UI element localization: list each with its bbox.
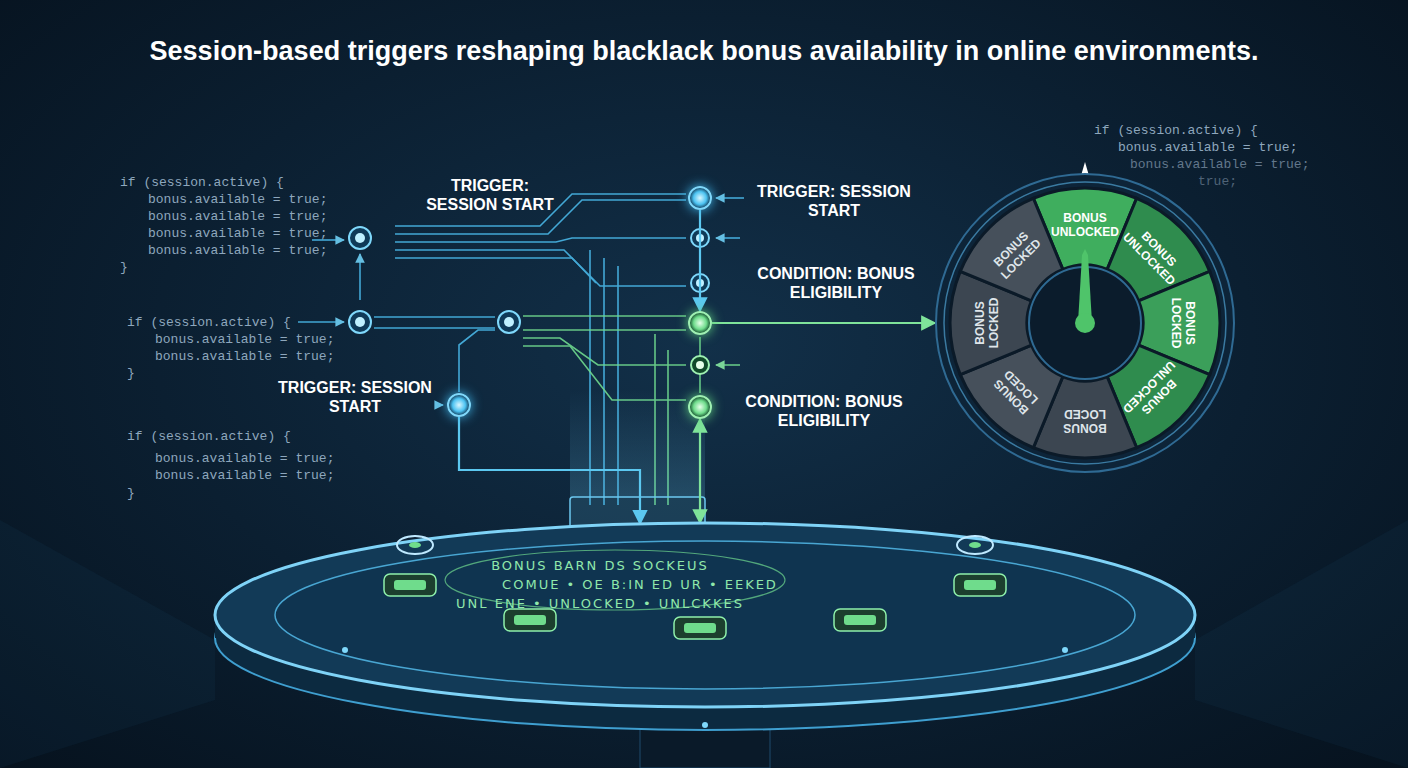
blackjack-table: BONUS BARN DS SOCKEUS COMUE • OE B:IN ED …: [215, 520, 1195, 745]
table-button: [504, 609, 556, 631]
shape-part: [844, 615, 876, 625]
table-text: COMUE • OE B:IN ED UR • EEKED: [502, 577, 778, 592]
code-line: bonus.available = true;: [155, 450, 334, 467]
code-line: }: [127, 485, 135, 502]
shape-part: [964, 580, 996, 590]
shape-part: [275, 541, 1135, 689]
shape-part: [936, 174, 1234, 472]
node-label: TRIGGER: SESSION START: [754, 182, 914, 220]
bonus-wheel: BONUS UNLOCKEDBONUS UNLOCKEDBONUS LOCKED…: [935, 173, 1235, 473]
segment-label: BONUS LOCKED: [973, 285, 1001, 361]
segment-label: BONUS UNLOCKED: [1047, 211, 1123, 239]
code-line: bonus.available = true;: [148, 191, 327, 208]
table-ring: [957, 536, 993, 554]
table-light: [1062, 647, 1068, 653]
code-line: if (session.active) {: [120, 174, 284, 191]
needle-hub: [1075, 313, 1095, 333]
shape-part: [514, 615, 546, 625]
trigger-label: TRIGGER: SESSION START: [415, 176, 565, 214]
table-button: [834, 609, 886, 631]
shape-part: [409, 542, 421, 548]
code-line: bonus.available = true;: [155, 467, 334, 484]
connector: [699, 419, 701, 523]
code-line: if (session.active) {: [1094, 122, 1258, 139]
segment-label: BONUS LOCKED: [1169, 285, 1197, 361]
code-line: if (session.active) {: [127, 428, 291, 445]
shape-part: [445, 550, 785, 610]
table-button: [954, 574, 1006, 596]
code-line: bonus.available = true;: [148, 225, 327, 242]
shape-part: [684, 623, 716, 633]
connector: [712, 322, 935, 324]
table-light: [342, 647, 348, 653]
code-line: }: [120, 259, 128, 276]
shape-part: [944, 182, 1226, 464]
table-outline: [215, 520, 1195, 745]
node-label: TRIGGER: SESSION START: [270, 378, 440, 416]
code-line: bonus.available = true;: [148, 208, 327, 225]
code-line: bonus.available = true;: [155, 331, 334, 348]
code-line: }: [127, 365, 135, 382]
code-line: bonus.available = true;: [1118, 139, 1297, 156]
wheel-needle: [1078, 249, 1092, 323]
connector: [459, 417, 640, 524]
trigger-node: CONDITION: BONUS ELIGIBILITY: [688, 395, 712, 419]
trigger-node: TRIGGER: SESSION START: [447, 393, 471, 417]
code-line: bonus.available = true;: [155, 348, 334, 365]
table-ring: [397, 536, 433, 554]
shape-part: [969, 542, 981, 548]
node-label: CONDITION: BONUS ELIGIBILITY: [726, 392, 922, 430]
code-line: true;: [1198, 173, 1237, 190]
table-light: [702, 722, 708, 728]
trigger-node: CONDITION: BONUS ELIGIBILITY: [688, 311, 712, 335]
table-text: UNL ENE • UNLOCKED • UNLCKKES: [456, 596, 744, 611]
table-button: [384, 574, 436, 596]
shape-part: [215, 523, 1195, 707]
trigger-node: TRIGGER: SESSION START: [688, 186, 712, 210]
table-button: [674, 617, 726, 639]
node-label: CONDITION: BONUS ELIGIBILITY: [736, 264, 936, 302]
title: Session-based triggers reshaping blackla…: [0, 36, 1408, 67]
code-line: bonus.available = true;: [148, 242, 327, 259]
segment-label: BONUS LOCED: [1047, 407, 1123, 435]
shape-part: [394, 580, 426, 590]
table-text: BONUS BARN DS SOCKEUS: [491, 558, 709, 573]
code-line: bonus.available = true;: [1130, 156, 1309, 173]
code-line: if (session.active) {: [127, 314, 291, 331]
connector: [699, 210, 701, 311]
